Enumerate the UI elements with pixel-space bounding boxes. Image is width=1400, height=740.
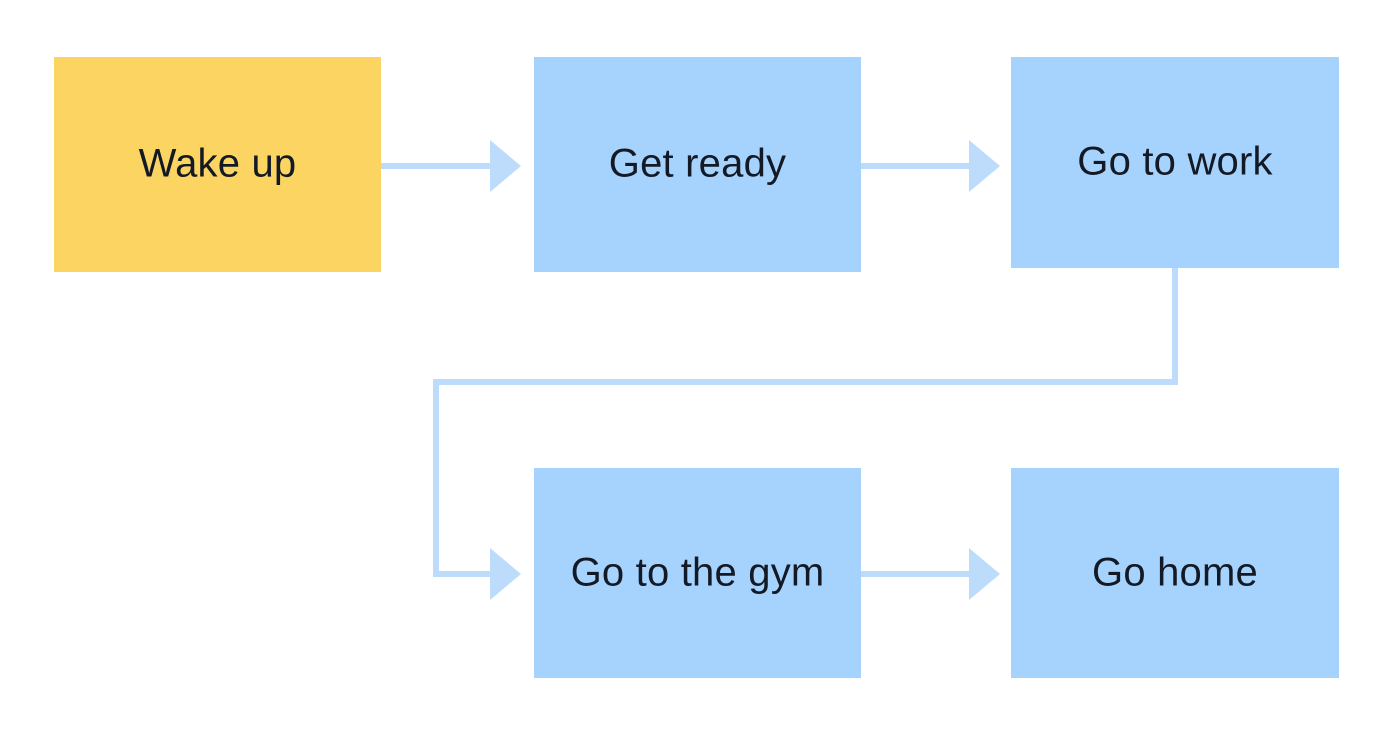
arrowhead-icon <box>969 548 1000 600</box>
node-shape[interactable] <box>1011 57 1339 268</box>
connector-line <box>433 268 1178 577</box>
connector-go-to-the-gym-to-go-home <box>861 548 1000 600</box>
node-label: Go home <box>1092 551 1258 595</box>
node-label: Go to the gym <box>571 551 825 595</box>
connector-go-to-work-to-go-to-the-gym <box>433 268 1178 600</box>
connector-get-ready-to-go-to-work <box>861 140 1000 192</box>
node-get-ready[interactable]: Get ready <box>534 57 861 272</box>
node-label: Wake up <box>139 142 297 186</box>
node-shape[interactable] <box>1011 468 1339 678</box>
node-wake-up[interactable]: Wake up <box>54 57 381 272</box>
arrowhead-icon <box>969 140 1000 192</box>
arrowhead-icon <box>490 140 521 192</box>
connector-wake-up-to-get-ready <box>381 140 521 192</box>
arrowhead-icon <box>490 548 521 600</box>
node-go-to-work[interactable]: Go to work <box>1011 57 1339 268</box>
node-label: Get ready <box>609 142 786 186</box>
node-layer: Wake up Get ready Go to work Go to the g… <box>54 57 1339 678</box>
node-shape[interactable] <box>534 57 861 272</box>
node-go-to-the-gym[interactable]: Go to the gym <box>534 468 861 678</box>
node-shape[interactable] <box>54 57 381 272</box>
connector-layer <box>381 140 1178 600</box>
node-shape[interactable] <box>534 468 861 678</box>
node-go-home[interactable]: Go home <box>1011 468 1339 678</box>
node-label: Go to work <box>1077 140 1273 184</box>
